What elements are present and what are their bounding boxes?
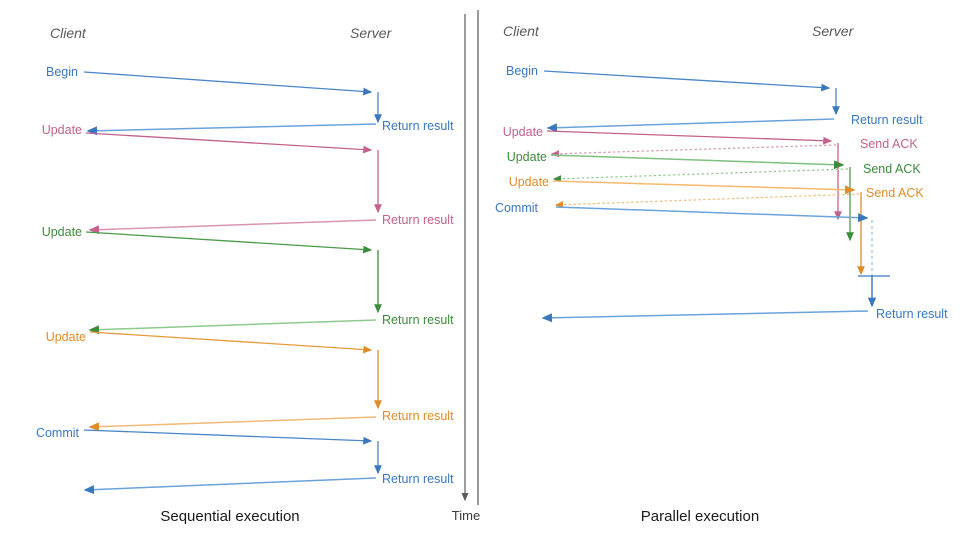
par-arrow-begin [543,70,831,92]
par-label-return-1: Return result [851,113,923,127]
seq-label-return-3: Return result [382,313,454,327]
seq-label-return-2: Return result [382,213,454,227]
seq-arrow-update-1 [85,132,373,154]
seq-arrow-return-4 [88,416,377,432]
seq-lane-client: Client [50,25,87,41]
par-arrow-return-begin [546,118,835,133]
par-arrow-update-2 [550,154,845,170]
seq-lane-server: Server [350,25,393,41]
seq-label-update-2: Update [42,225,82,239]
seq-arrow-return-3 [88,319,377,335]
par-label-commit: Commit [495,201,539,215]
seq-label-return-1: Return result [382,119,454,133]
seq-arrow-return-1 [86,123,377,136]
seq-arrow-update-2 [85,231,373,254]
par-arrow-update-1 [546,130,833,145]
par-label-update-2: Update [507,150,547,164]
seq-label-update-1: Update [42,123,82,137]
par-label-update-1: Update [503,125,543,139]
seq-arrow-return-2 [88,219,377,235]
time-axis-label: Time [452,508,480,523]
seq-arrow-return-5 [83,477,377,495]
seq-label-commit: Commit [36,426,80,440]
seq-label-return-5: Return result [382,472,454,486]
par-label-ack-2: Send ACK [863,162,921,176]
seq-label-return-4: Return result [382,409,454,423]
par-lane-server: Server [812,23,855,39]
par-label-return-final: Return result [876,307,948,321]
par-arrow-ack-3 [554,193,860,209]
par-label-ack-3: Send ACK [866,186,924,200]
par-arrow-return-final [541,310,869,323]
par-arrow-ack-1 [550,144,837,158]
par-lane-client: Client [503,23,540,39]
par-label-ack-1: Send ACK [860,137,918,151]
seq-arrow-begin [83,71,373,96]
seq-arrow-commit [83,429,373,445]
par-caption: Parallel execution [641,508,759,525]
seq-label-begin: Begin [46,65,78,79]
par-arrow-update-3 [552,180,856,195]
seq-label-update-3: Update [46,330,86,344]
seq-caption: Sequential execution [160,508,299,525]
par-arrow-commit [555,206,869,223]
par-arrow-ack-2 [552,168,849,183]
par-label-begin: Begin [506,64,538,78]
par-label-update-3: Update [509,175,549,189]
seq-arrow-update-3 [89,331,373,354]
